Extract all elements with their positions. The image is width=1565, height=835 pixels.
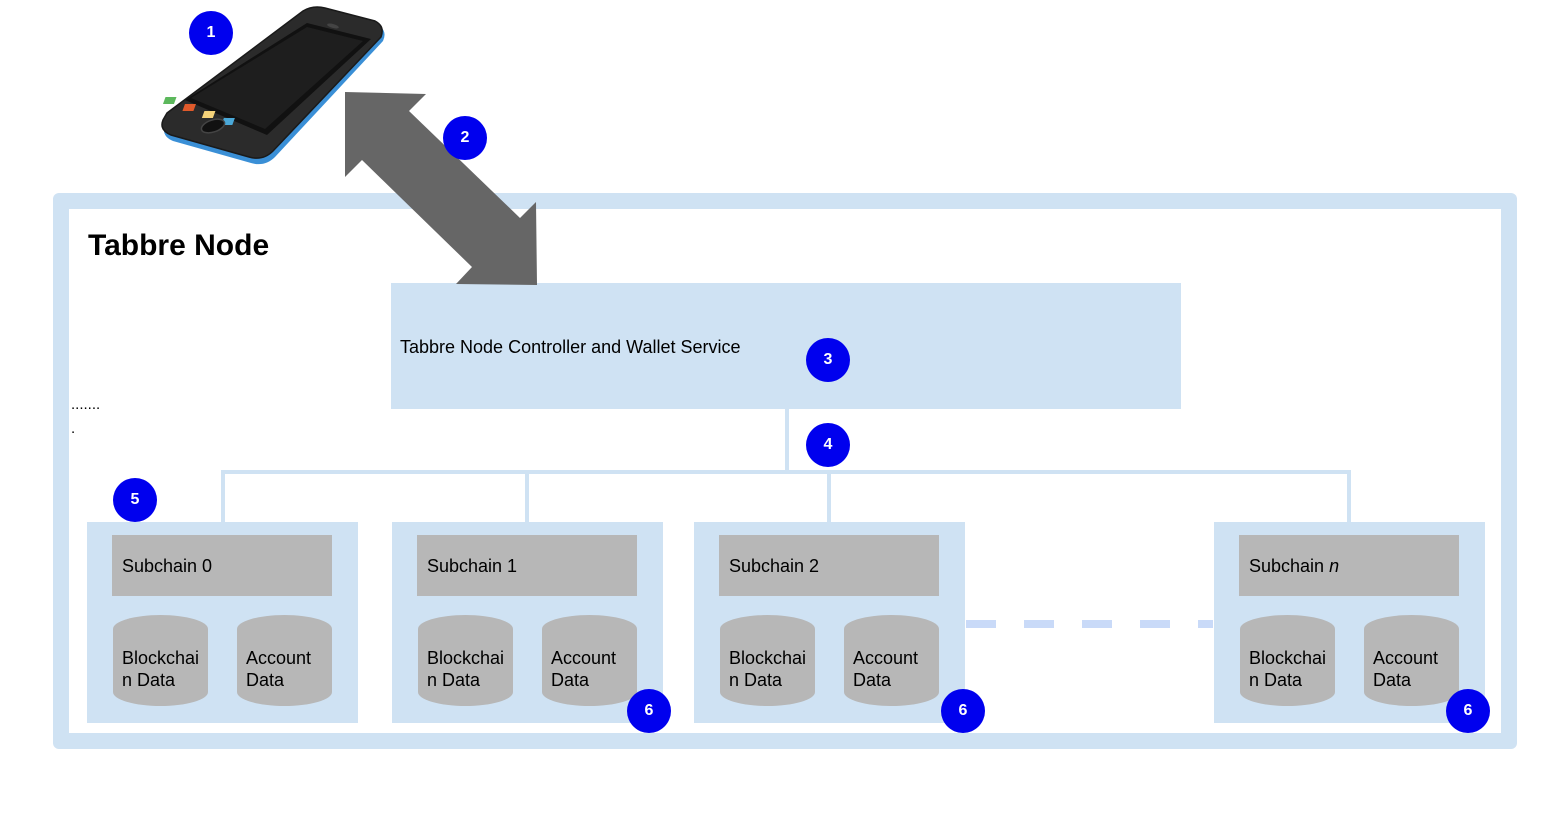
step-badge-2: 2 xyxy=(443,116,487,160)
database-cylinder-icon xyxy=(1240,615,1335,706)
blockchain-data-store: Blockchain Data xyxy=(720,615,815,706)
account-data-store: Account Data xyxy=(542,615,637,706)
blockchain-data-store: Blockchain Data xyxy=(1240,615,1335,706)
blockchain-data-store: Blockchain Data xyxy=(113,615,208,706)
step-badge-6: 6 xyxy=(627,689,671,733)
store-label: Account Data xyxy=(246,648,312,690)
subchain-box-n: Subchain n Blockchain Data Account Data xyxy=(1214,522,1485,723)
subchain-box-1: Subchain 1 Blockchain Data Account Data xyxy=(392,522,663,723)
subchain-box-2: Subchain 2 Blockchain Data Account Data xyxy=(694,522,965,723)
store-label: Account Data xyxy=(853,648,919,690)
subchain-label: Subchain 1 xyxy=(427,556,518,576)
step-badge-6: 6 xyxy=(1446,689,1490,733)
subchain-header: Subchain n xyxy=(1239,535,1459,596)
database-cylinder-icon xyxy=(844,615,939,706)
store-label: Account Data xyxy=(551,648,617,690)
controller-box xyxy=(391,283,1181,409)
blockchain-data-store: Blockchain Data xyxy=(418,615,513,706)
double-arrow-icon xyxy=(345,92,537,285)
store-label: Blockchain Data xyxy=(729,648,807,690)
ellipsis-dots: ....... xyxy=(71,396,101,413)
step-badge-4: 4 xyxy=(806,423,850,467)
account-data-store: Account Data xyxy=(237,615,332,706)
subchain-box-0: Subchain 0 Blockchain Data Account Data xyxy=(87,522,358,723)
controller-label: Tabbre Node Controller and Wallet Servic… xyxy=(400,337,741,357)
store-label: Blockchain Data xyxy=(1249,648,1327,690)
step-badge-6: 6 xyxy=(941,689,985,733)
smartphone-icon xyxy=(161,6,385,165)
database-cylinder-icon xyxy=(542,615,637,706)
subchain-header: Subchain 1 xyxy=(417,535,637,596)
node-title: Tabbre Node xyxy=(88,229,270,262)
store-label: Blockchain Data xyxy=(122,648,200,690)
subchain-header: Subchain 2 xyxy=(719,535,939,596)
ellipsis-dot: . xyxy=(71,420,76,437)
database-cylinder-icon xyxy=(1364,615,1459,706)
store-label: Blockchain Data xyxy=(427,648,505,690)
database-cylinder-icon xyxy=(720,615,815,706)
subchain-header: Subchain 0 xyxy=(112,535,332,596)
subchain-label: Subchain 0 xyxy=(122,556,213,576)
subchain-label: Subchain n xyxy=(1249,556,1340,576)
subchain-label: Subchain 2 xyxy=(729,556,820,576)
store-label: Account Data xyxy=(1373,648,1439,690)
account-data-store: Account Data xyxy=(1364,615,1459,706)
account-data-store: Account Data xyxy=(844,615,939,706)
database-cylinder-icon xyxy=(237,615,332,706)
step-badge-3: 3 xyxy=(806,338,850,382)
step-badge-5: 5 xyxy=(113,478,157,522)
database-cylinder-icon xyxy=(418,615,513,706)
database-cylinder-icon xyxy=(113,615,208,706)
step-badge-1: 1 xyxy=(189,11,233,55)
